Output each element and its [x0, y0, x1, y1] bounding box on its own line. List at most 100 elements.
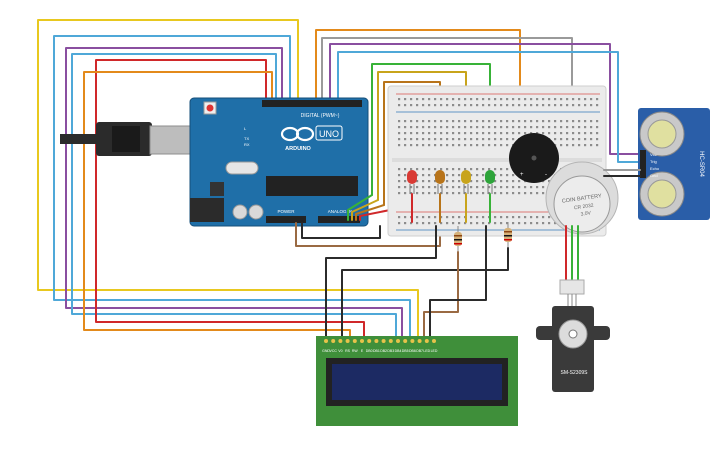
- breadboard-hole: [398, 104, 401, 107]
- servo-shaft: [568, 329, 578, 339]
- breadboard-hole: [506, 216, 509, 219]
- breadboard-hole: [398, 168, 401, 171]
- breadboard-hole: [506, 180, 509, 183]
- breadboard-hole: [560, 144, 563, 147]
- lcd-screen: [332, 364, 502, 400]
- breadboard-hole: [488, 126, 491, 129]
- breadboard-hole: [428, 180, 431, 183]
- breadboard-hole: [542, 98, 545, 101]
- breadboard-hole: [584, 126, 587, 129]
- breadboard-hole: [404, 120, 407, 123]
- breadboard-hole: [452, 168, 455, 171]
- breadboard-hole: [584, 98, 587, 101]
- breadboard-hole: [578, 98, 581, 101]
- breadboard-hole: [458, 144, 461, 147]
- wire-red-left: [95, 59, 365, 339]
- breadboard-hole: [464, 186, 467, 189]
- breadboard-hole: [548, 98, 551, 101]
- breadboard-hole: [416, 120, 419, 123]
- breadboard-hole: [500, 186, 503, 189]
- breadboard-hole: [416, 180, 419, 183]
- breadboard-hole: [398, 222, 401, 225]
- breadboard-hole: [596, 138, 599, 141]
- lcd-pin-label: LED: [431, 349, 438, 353]
- breadboard-hole: [518, 132, 521, 135]
- lcd-wires: [325, 225, 509, 339]
- breadboard-hole: [434, 180, 437, 183]
- breadboard-hole: [494, 180, 497, 183]
- breadboard-hole: [434, 216, 437, 219]
- sensor-pin-header: [640, 150, 646, 178]
- wire-purple-top: [329, 43, 641, 155]
- breadboard-hole: [440, 144, 443, 147]
- lcd-pin: [417, 339, 422, 343]
- breadboard-hole: [518, 120, 521, 123]
- breadboard-hole: [440, 104, 443, 107]
- breadboard-hole: [548, 126, 551, 129]
- breadboard-hole: [494, 98, 497, 101]
- servo-model: SM-S2309S: [561, 370, 589, 376]
- usb-chip: [210, 182, 224, 196]
- breadboard-hole: [488, 98, 491, 101]
- breadboard-hole: [470, 138, 473, 141]
- breadboard-hole: [452, 216, 455, 219]
- breadboard-hole: [446, 98, 449, 101]
- wire-black-lcd-3: [429, 225, 487, 339]
- breadboard-hole: [404, 180, 407, 183]
- breadboard-hole: [470, 168, 473, 171]
- breadboard-hole: [506, 120, 509, 123]
- breadboard-hole: [494, 192, 497, 195]
- breadboard-hole: [524, 216, 527, 219]
- breadboard-hole: [524, 186, 527, 189]
- breadboard-hole: [506, 126, 509, 129]
- wire-black-lcd: [325, 225, 437, 339]
- breadboard-hole: [506, 222, 509, 225]
- breadboard-hole: [416, 104, 419, 107]
- breadboard-hole: [410, 222, 413, 225]
- servo-connector: [559, 279, 585, 295]
- breadboard-hole: [500, 126, 503, 129]
- breadboard-hole: [596, 104, 599, 107]
- lcd-pin-label: DB1: [373, 349, 380, 353]
- breadboard-hole: [596, 98, 599, 101]
- breadboard-hole: [440, 192, 443, 195]
- breadboard-hole: [476, 126, 479, 129]
- led-orange: [435, 170, 445, 194]
- breadboard-hole: [512, 174, 515, 177]
- breadboard-hole: [590, 138, 593, 141]
- wire-purple-left: [65, 47, 403, 339]
- breadboard-hole: [470, 120, 473, 123]
- breadboard-hole: [476, 144, 479, 147]
- breadboard-hole: [428, 216, 431, 219]
- breadboard-hole: [548, 104, 551, 107]
- lcd-pin-label: DB7: [416, 349, 423, 353]
- lcd-pin: [424, 339, 429, 343]
- breadboard-hole: [452, 98, 455, 101]
- breadboard-hole: [500, 222, 503, 225]
- breadboard-hole: [494, 216, 497, 219]
- wire-yellow-a1: [351, 199, 379, 221]
- breadboard-hole: [506, 192, 509, 195]
- breadboard-hole: [476, 192, 479, 195]
- servo-body: [552, 306, 594, 392]
- breadboard-hole: [482, 192, 485, 195]
- breadboard-hole: [404, 174, 407, 177]
- digital-label: DIGITAL (PWM~): [301, 113, 340, 119]
- breadboard-hole: [572, 104, 575, 107]
- breadboard-hole: [452, 132, 455, 135]
- breadboard-hole: [404, 98, 407, 101]
- breadboard-hole: [404, 168, 407, 171]
- breadboard-hole: [464, 120, 467, 123]
- battery-text-1: COIN BATTERY: [562, 193, 603, 205]
- sensor-transducer-bottom-inner: [647, 179, 677, 209]
- breadboard-hole: [518, 222, 521, 225]
- breadboard-hole: [404, 222, 407, 225]
- atmega-chip: [266, 176, 358, 196]
- breadboard-hole: [452, 222, 455, 225]
- breadboard-hole: [500, 192, 503, 195]
- breadboard-hole: [422, 216, 425, 219]
- breadboard-hole: [554, 104, 557, 107]
- breadboard-hole: [590, 104, 593, 107]
- buzzer-hole: [531, 155, 537, 161]
- breadboard-hole: [416, 126, 419, 129]
